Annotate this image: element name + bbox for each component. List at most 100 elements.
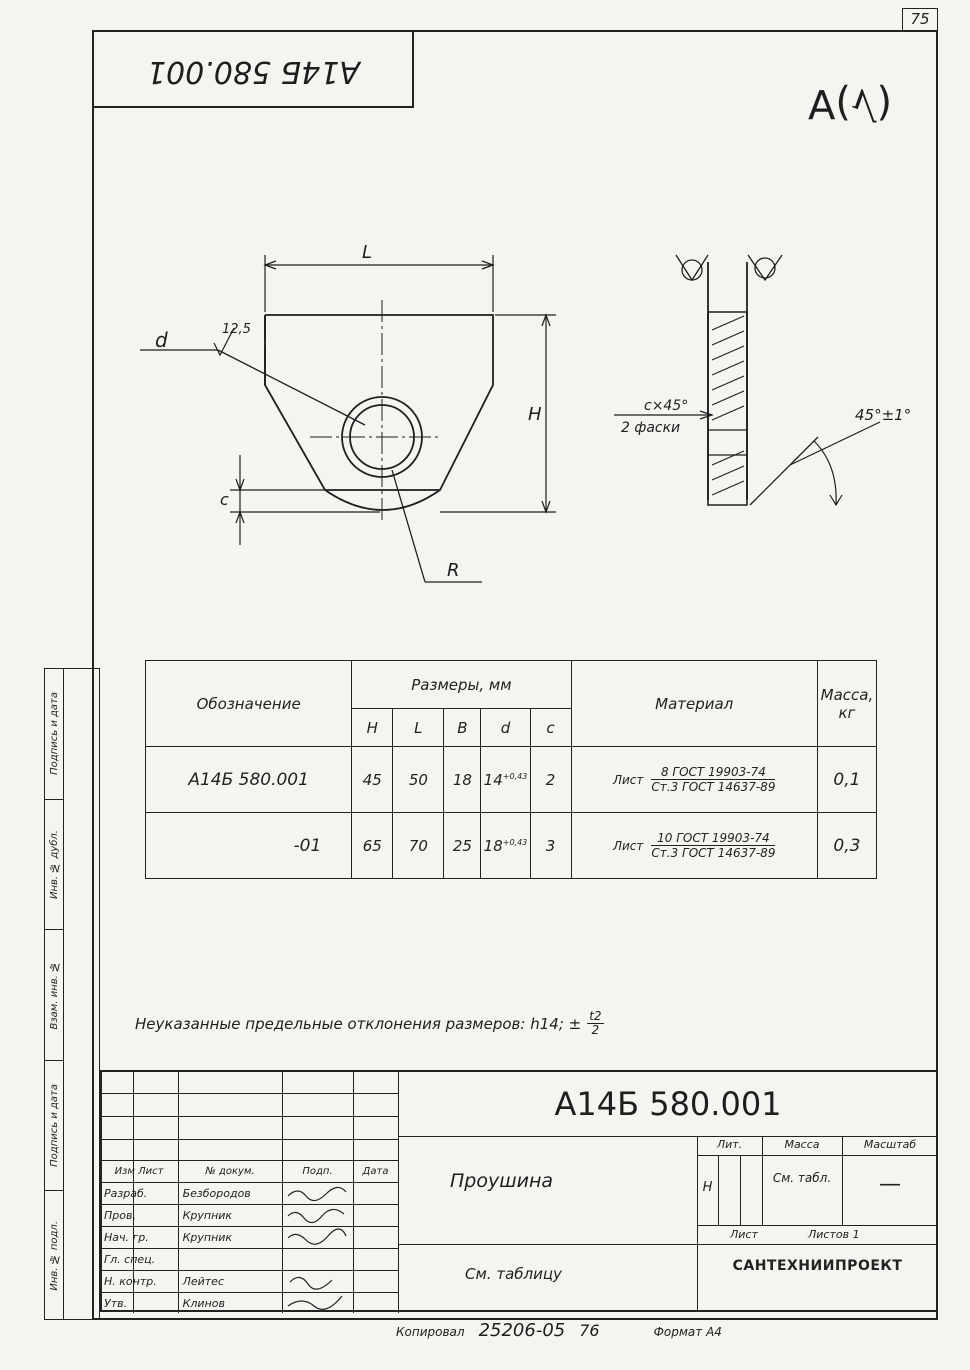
material-prefix: Лист	[612, 838, 644, 853]
material-bottom: Ст.3 ГОСТ 14637-89	[651, 846, 776, 860]
side-stamp-labels: Инв. № подл. Подпись и дата Взам. инв. №…	[44, 668, 64, 1320]
note-fraction: t2 2	[587, 1009, 604, 1037]
dim-header-H: H	[351, 708, 394, 747]
sheet-number-box: 75	[902, 8, 938, 32]
dim-header-B: B	[443, 708, 482, 747]
side-label-0: Инв. № подл.	[48, 1220, 60, 1291]
part-outline	[264, 314, 494, 491]
title-name: Проушина	[450, 1170, 554, 1192]
title-lit-value: Н	[702, 1180, 713, 1195]
side-section	[707, 311, 748, 506]
row-mass: 0,3	[816, 812, 878, 879]
title-code: А14Б 580.001	[554, 1085, 782, 1123]
signatures	[287, 1186, 347, 1310]
row-L: 50	[392, 746, 445, 813]
dim-d: d	[155, 328, 168, 352]
title-block	[100, 1070, 938, 1312]
title-mass-value: См. табл.	[772, 1171, 832, 1185]
name-2: Крупник	[182, 1230, 233, 1244]
side-label-3: Инв. № дубл.	[48, 830, 60, 900]
angle-label: 45°±1°	[855, 406, 911, 424]
footer-copied: Копировал	[396, 1325, 465, 1339]
role-4: Н. контр.	[104, 1274, 157, 1288]
dim-R: R	[447, 560, 460, 581]
table-row: А14Б 580.001 45 50 18 14+0,43 2 Лист 8 Г…	[144, 746, 878, 813]
row-material: Лист 10 ГОСТ 19903-74 Ст.3 ГОСТ 14637-89	[570, 812, 818, 879]
side-label-4: Подпись и дата	[48, 692, 60, 776]
col-dimensions: Размеры, мм	[351, 660, 572, 709]
side-label-2: Взам. инв. №	[48, 960, 60, 1030]
dim-roughness: 12,5	[222, 322, 251, 337]
part-drawing: L d 12,5 H c R c×45° 2 фаски 45°±1°	[140, 242, 911, 583]
name-4: Лейтес	[182, 1274, 224, 1288]
row-mass: 0,1	[816, 746, 878, 813]
row-c: 3	[529, 812, 572, 879]
name-0: Безбородов	[182, 1186, 251, 1200]
side-label-1: Подпись и дата	[48, 1083, 60, 1167]
table-row: -01 65 70 25 18+0,43 3 Лист 10 ГОСТ 1990…	[144, 812, 878, 879]
row-B: 25	[443, 812, 482, 879]
row-d-tol: +0,43	[502, 771, 528, 781]
note-frac-num: t2	[587, 1009, 604, 1024]
role-3: Гл. спец.	[104, 1252, 156, 1266]
row-d-tol: +0,43	[502, 837, 528, 847]
dim-header-d: d	[480, 708, 531, 747]
title-col-mass: Масса	[784, 1138, 820, 1151]
material-prefix: Лист	[612, 772, 644, 787]
sig-header-0: Изм Лист	[114, 1165, 164, 1177]
footer: Копировал 25206-05 76 Формат А4	[396, 1320, 936, 1341]
name-5: Клинов	[182, 1296, 225, 1310]
material-top: 10 ГОСТ 19903-74	[651, 831, 776, 846]
note-frac-den: 2	[591, 1023, 600, 1037]
row-material: Лист 8 ГОСТ 19903-74 Ст.3 ГОСТ 14637-89	[570, 746, 818, 813]
dim-L: L	[362, 242, 372, 263]
title-col-scale: Масштаб	[863, 1138, 917, 1151]
material-top: 8 ГОСТ 19903-74	[651, 765, 776, 780]
mirrored-code-box: A14Б 580.001	[92, 30, 414, 108]
title-col-lit: Лит.	[716, 1138, 743, 1151]
role-0: Разраб.	[104, 1186, 148, 1200]
title-sheet-label: Лист	[730, 1228, 758, 1241]
footer-copy-num: 76	[579, 1321, 600, 1340]
col-mass: Масса, кг	[816, 660, 878, 747]
sig-header-1: № докум.	[205, 1165, 255, 1177]
row-c: 2	[529, 746, 572, 813]
sig-roles: Разраб. Безбородов Пров. Крупник Нач. гр. К…	[100, 1182, 282, 1314]
row-L: 70	[392, 812, 445, 879]
sig-header-3: Дата	[362, 1165, 389, 1177]
tolerance-note: Неуказанные предельные отклонения размер…	[135, 1010, 604, 1037]
row-designation: -01	[144, 812, 353, 879]
name-1: Крупник	[182, 1208, 233, 1222]
row-d-value: 14	[483, 770, 503, 789]
title-scale-value: —	[879, 1172, 901, 1197]
col-material: Материал	[570, 660, 818, 747]
col-designation: Обозначение	[144, 660, 353, 747]
row-H: 45	[351, 746, 394, 813]
role-2: Нач. гр.	[104, 1230, 149, 1244]
row-H: 65	[351, 812, 394, 879]
role-1: Пров.	[104, 1208, 136, 1222]
title-material: См. таблицу	[465, 1265, 562, 1283]
material-bottom: Ст.3 ГОСТ 14637-89	[651, 780, 776, 794]
spec-table: Обозначение Размеры, мм Материал Масса, …	[144, 660, 878, 879]
dim-c: c	[220, 490, 229, 509]
role-5: Утв.	[104, 1296, 128, 1310]
chamfer-bottom: 2 фаски	[621, 420, 680, 436]
note-text: Неуказанные предельные отклонения размер…	[135, 1014, 582, 1033]
bottom-arc	[324, 489, 441, 511]
drawing-frame	[92, 30, 938, 1320]
dim-header-L: L	[392, 708, 445, 747]
title-sheets-label: Листов 1	[808, 1228, 860, 1241]
sig-header-2: Подп.	[302, 1165, 333, 1177]
chamfer-top: c×45°	[644, 398, 688, 414]
dim-header-c: c	[529, 708, 572, 747]
row-d: 14+0,43	[480, 746, 531, 813]
footer-copy-code: 25206-05	[478, 1320, 566, 1341]
row-d-value: 18	[483, 836, 503, 855]
side-stamp	[44, 668, 100, 1320]
sig-header: Изм Лист № докум. Подп. Дата	[100, 1160, 398, 1182]
sheet-number: 75	[910, 10, 930, 28]
row-B: 18	[443, 746, 482, 813]
title-organization: САНТЕХНИИПРОЕКТ	[732, 1258, 903, 1274]
row-designation: А14Б 580.001	[144, 746, 353, 813]
